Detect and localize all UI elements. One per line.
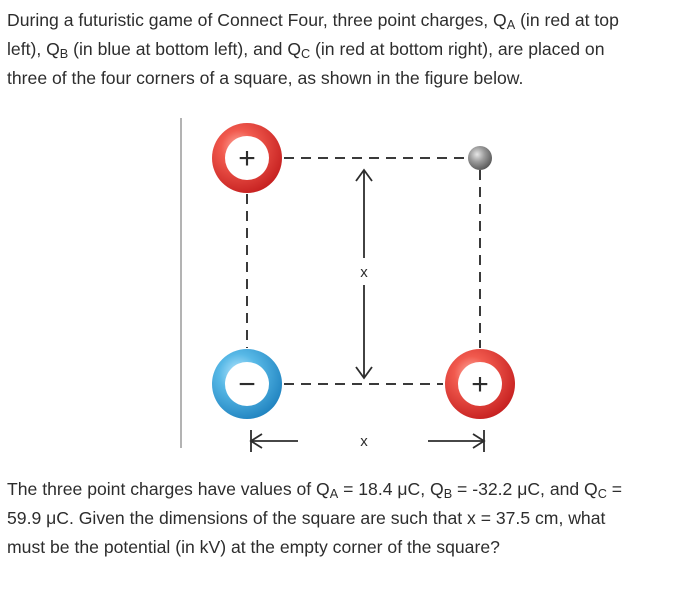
empty-corner-gray-sphere — [468, 146, 492, 170]
subscript-a: A — [329, 487, 339, 502]
charge-square-figure: x x + − + — [180, 118, 515, 452]
vertical-dimension-label: x — [360, 264, 368, 281]
charge-c-sign: + — [471, 368, 489, 401]
intro-line-1: During a futuristic game of Connect Four… — [7, 10, 619, 33]
intro-text-2: left), Q — [7, 39, 60, 59]
horizontal-dimension-arrow — [249, 430, 486, 452]
charge-b-sign: − — [238, 368, 256, 401]
value-a-text: = 18.4 μC, Q — [338, 479, 444, 499]
intro-line-2: left), QB (in blue at bottom left), and … — [7, 39, 605, 62]
square-dashed-edges — [246, 157, 481, 385]
question-text-1: The three point charges have values of Q — [7, 479, 330, 499]
intro-text-1: During a futuristic game of Connect Four… — [7, 10, 507, 30]
horizontal-dimension-label: x — [360, 433, 368, 450]
problem-intro: During a futuristic game of Connect Four… — [7, 6, 695, 93]
charge-a-sign: + — [238, 142, 256, 175]
subscript-b: B — [59, 47, 69, 62]
subscript-c: C — [301, 47, 311, 62]
vertical-dimension-arrow — [355, 168, 373, 380]
question-line-3: must be the potential (in kV) at the emp… — [7, 537, 500, 557]
question-line-2: 59.9 μC. Given the dimensions of the squ… — [7, 508, 606, 528]
intro-text-2b: (in blue at bottom left), and Q — [68, 39, 301, 59]
charge-b-blue-sphere: − — [212, 349, 282, 419]
subscript-b: B — [443, 487, 453, 502]
intro-line-3: three of the four corners of a square, a… — [7, 68, 524, 88]
charge-c-red-sphere: + — [445, 349, 515, 419]
subscript-a: A — [506, 18, 516, 33]
charge-a-red-sphere: + — [212, 123, 282, 193]
value-b-text: = -32.2 μC, and Q — [452, 479, 598, 499]
question-line-1: The three point charges have values of Q… — [7, 479, 623, 502]
problem-question: The three point charges have values of Q… — [7, 475, 695, 562]
subscript-c: C — [597, 487, 607, 502]
intro-text-1b: (in red at top — [515, 10, 619, 30]
intro-text-2c: (in red at bottom right), are placed on — [310, 39, 605, 59]
value-c-text: = — [606, 479, 623, 499]
